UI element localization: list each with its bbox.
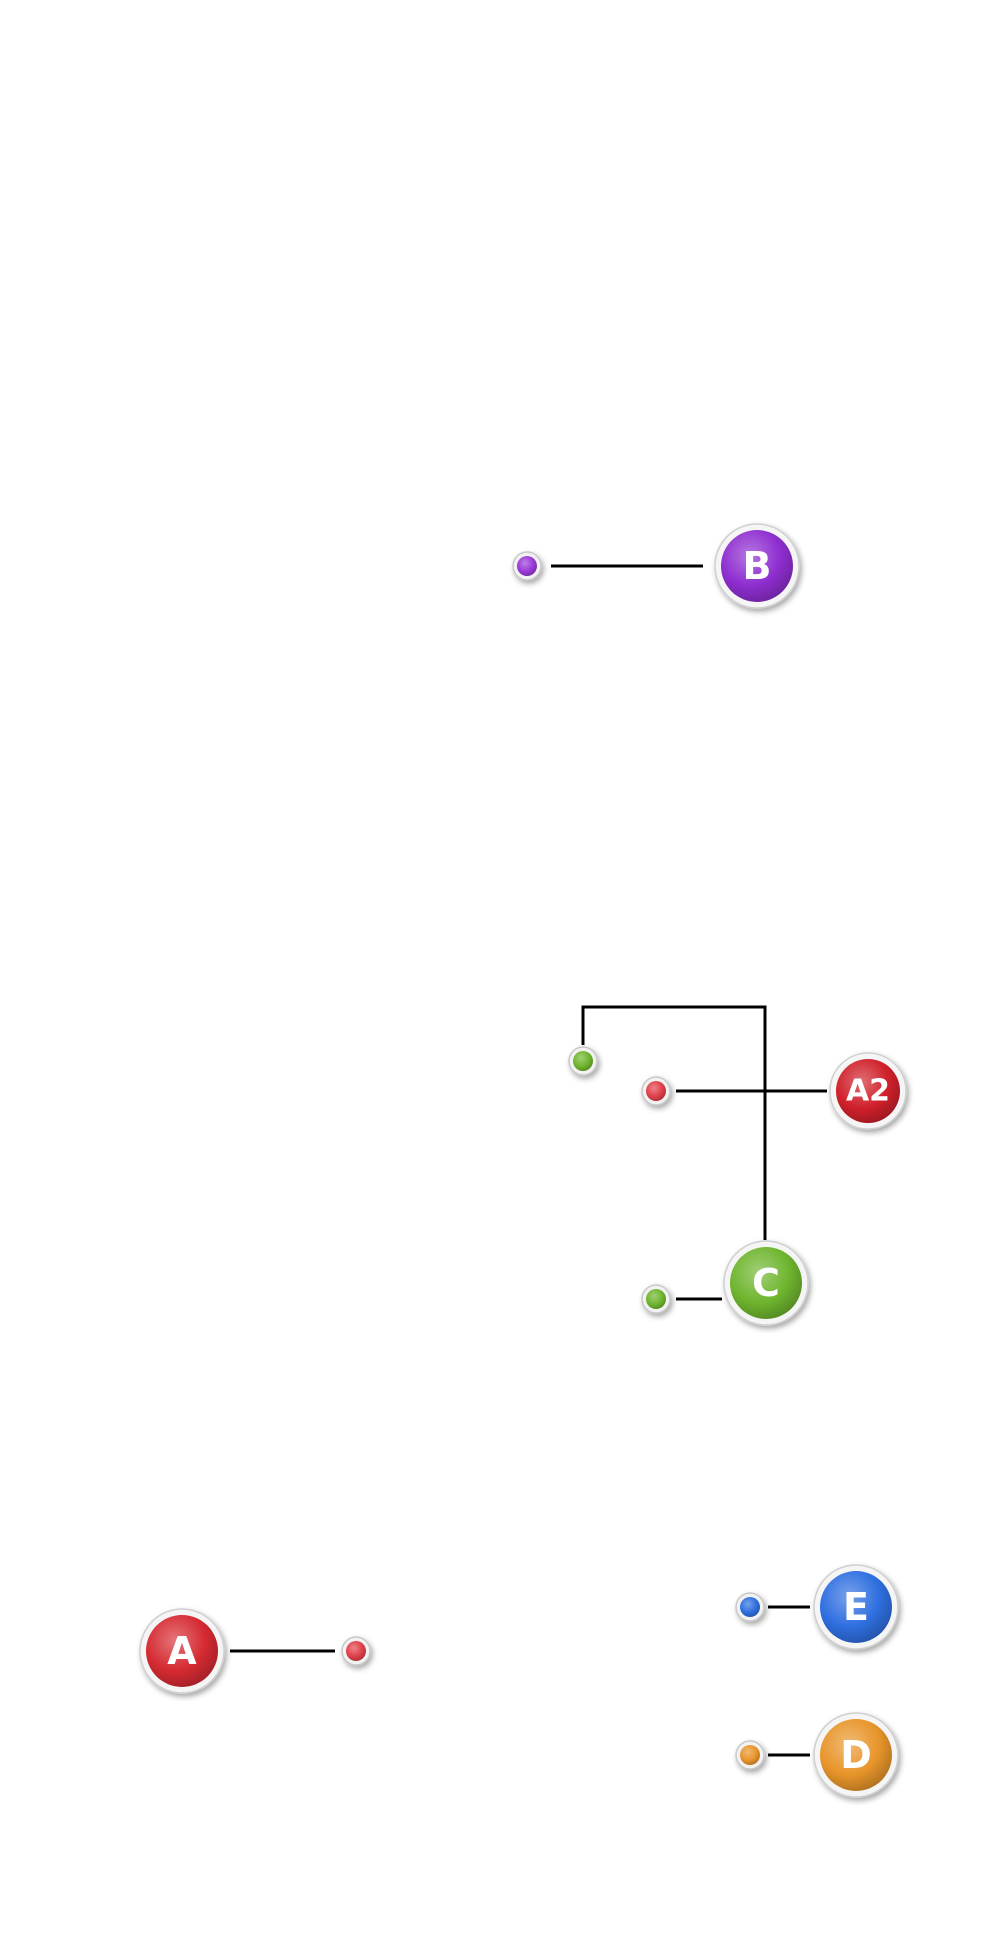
endpoint-dot-a bbox=[341, 1636, 371, 1666]
node-label-d: D bbox=[840, 1733, 872, 1777]
connector-c-upper bbox=[581, 1005, 767, 1240]
endpoint-dot-e bbox=[735, 1592, 765, 1622]
node-label-c: C bbox=[752, 1261, 780, 1305]
node-c[interactable]: C bbox=[723, 1240, 809, 1326]
nodes: B A2C A E D bbox=[139, 523, 907, 1798]
node-label-a: A bbox=[167, 1629, 197, 1673]
node-e[interactable]: E bbox=[813, 1564, 899, 1650]
node-b[interactable]: B bbox=[714, 523, 800, 609]
endpoint-dots bbox=[341, 551, 765, 1770]
endpoint-dot-b bbox=[512, 551, 542, 581]
endpoint-dot-d bbox=[735, 1740, 765, 1770]
node-label-b: B bbox=[743, 544, 772, 588]
connectors bbox=[230, 564, 827, 1757]
node-label-a2: A2 bbox=[846, 1074, 890, 1109]
node-d[interactable]: D bbox=[813, 1712, 899, 1798]
node-a2[interactable]: A2 bbox=[829, 1052, 907, 1130]
endpoint-dot-c-upper bbox=[568, 1046, 598, 1076]
endpoint-dot-c bbox=[641, 1284, 671, 1314]
endpoint-dot-a2 bbox=[641, 1076, 671, 1106]
node-label-e: E bbox=[843, 1585, 869, 1629]
node-a[interactable]: A bbox=[139, 1608, 225, 1694]
